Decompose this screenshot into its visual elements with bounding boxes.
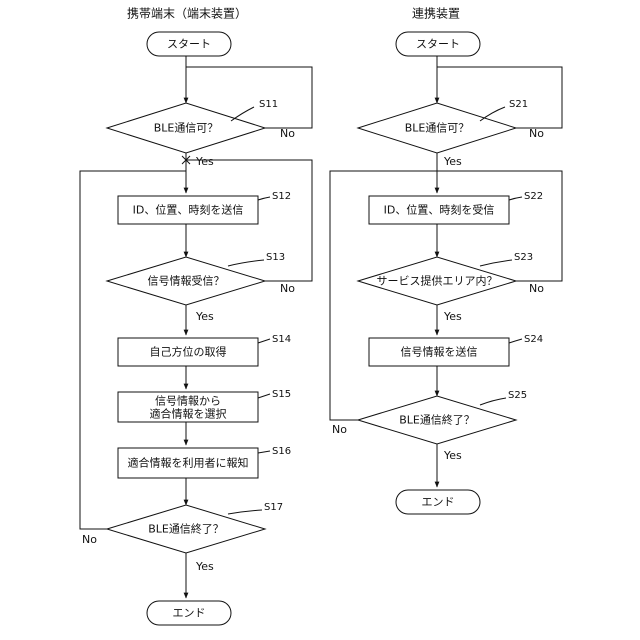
step-tag-s13: S13 [266, 251, 285, 264]
s14-leader [258, 339, 270, 343]
s23-leader [480, 260, 512, 266]
right-end-label: エンド [422, 496, 455, 509]
left-s11-label: BLE通信可？ [154, 122, 219, 135]
step-tag-s22: S22 [524, 190, 543, 203]
step-tag-s15: S15 [272, 388, 291, 401]
step-tag-s17: S17 [264, 501, 283, 514]
s24-leader [509, 339, 522, 343]
s12-leader [258, 197, 270, 200]
s17-leader [228, 510, 262, 514]
right-start-label: スタート [416, 38, 460, 51]
right-s25-no-label: No [332, 423, 347, 436]
s15-leader [258, 394, 270, 398]
s11-leader [231, 107, 254, 121]
step-tag-s21: S21 [509, 98, 528, 111]
s21-leader [480, 107, 505, 121]
right-s21-label: BLE通信可？ [405, 122, 470, 135]
step-tag-s25: S25 [508, 389, 527, 402]
right-s25-label: BLE通信終了？ [399, 414, 475, 427]
left-s17-no-label: No [82, 533, 97, 546]
left-start-label: スタート [167, 38, 211, 51]
left-s13-label: 信号情報受信？ [148, 275, 225, 288]
left-s17-yes-label: Yes [196, 560, 214, 573]
left-s17-label: BLE通信終了？ [148, 523, 224, 536]
left-s13-yes-label: Yes [196, 310, 214, 323]
right-s24-label: 信号情報を送信 [401, 346, 478, 359]
s16-leader [258, 451, 270, 453]
left-s16-label: 適合情報を利用者に報知 [128, 457, 249, 470]
left-header: 携帯端末（端末装置） [127, 8, 247, 21]
left-s15-label-line2: 適合情報を選択 [150, 408, 227, 421]
right-s21-yes-label: Yes [444, 155, 462, 168]
s13-leader [228, 260, 264, 266]
s25-leader [480, 398, 506, 405]
s22-leader [509, 197, 522, 200]
right-s25-yes-label: Yes [444, 449, 462, 462]
step-tag-s16: S16 [272, 445, 291, 458]
left-s15-label-line1: 信号情報から [155, 395, 221, 408]
right-s22-label: ID、位置、時刻を受信 [384, 204, 495, 217]
left-end-label: エンド [173, 607, 206, 620]
step-tag-s23: S23 [514, 251, 533, 264]
right-s23-no-label: No [529, 282, 544, 295]
step-tag-s14: S14 [272, 333, 291, 346]
step-tag-s11: S11 [259, 98, 278, 111]
left-s11-yes-label: Yes [196, 155, 214, 168]
left-s13-no-label: No [280, 282, 295, 295]
right-s23-label: サービス提供エリア内？ [377, 275, 498, 288]
left-s11-no-label: No [280, 127, 295, 140]
right-s21-no-label: No [529, 127, 544, 140]
step-tag-s12: S12 [272, 190, 291, 203]
step-tag-s24: S24 [524, 333, 543, 346]
right-s23-yes-label: Yes [444, 310, 462, 323]
left-s12-label: ID、位置、時刻を送信 [133, 204, 244, 217]
left-s14-label: 自己方位の取得 [150, 346, 227, 359]
right-header: 連携装置 [412, 8, 460, 21]
